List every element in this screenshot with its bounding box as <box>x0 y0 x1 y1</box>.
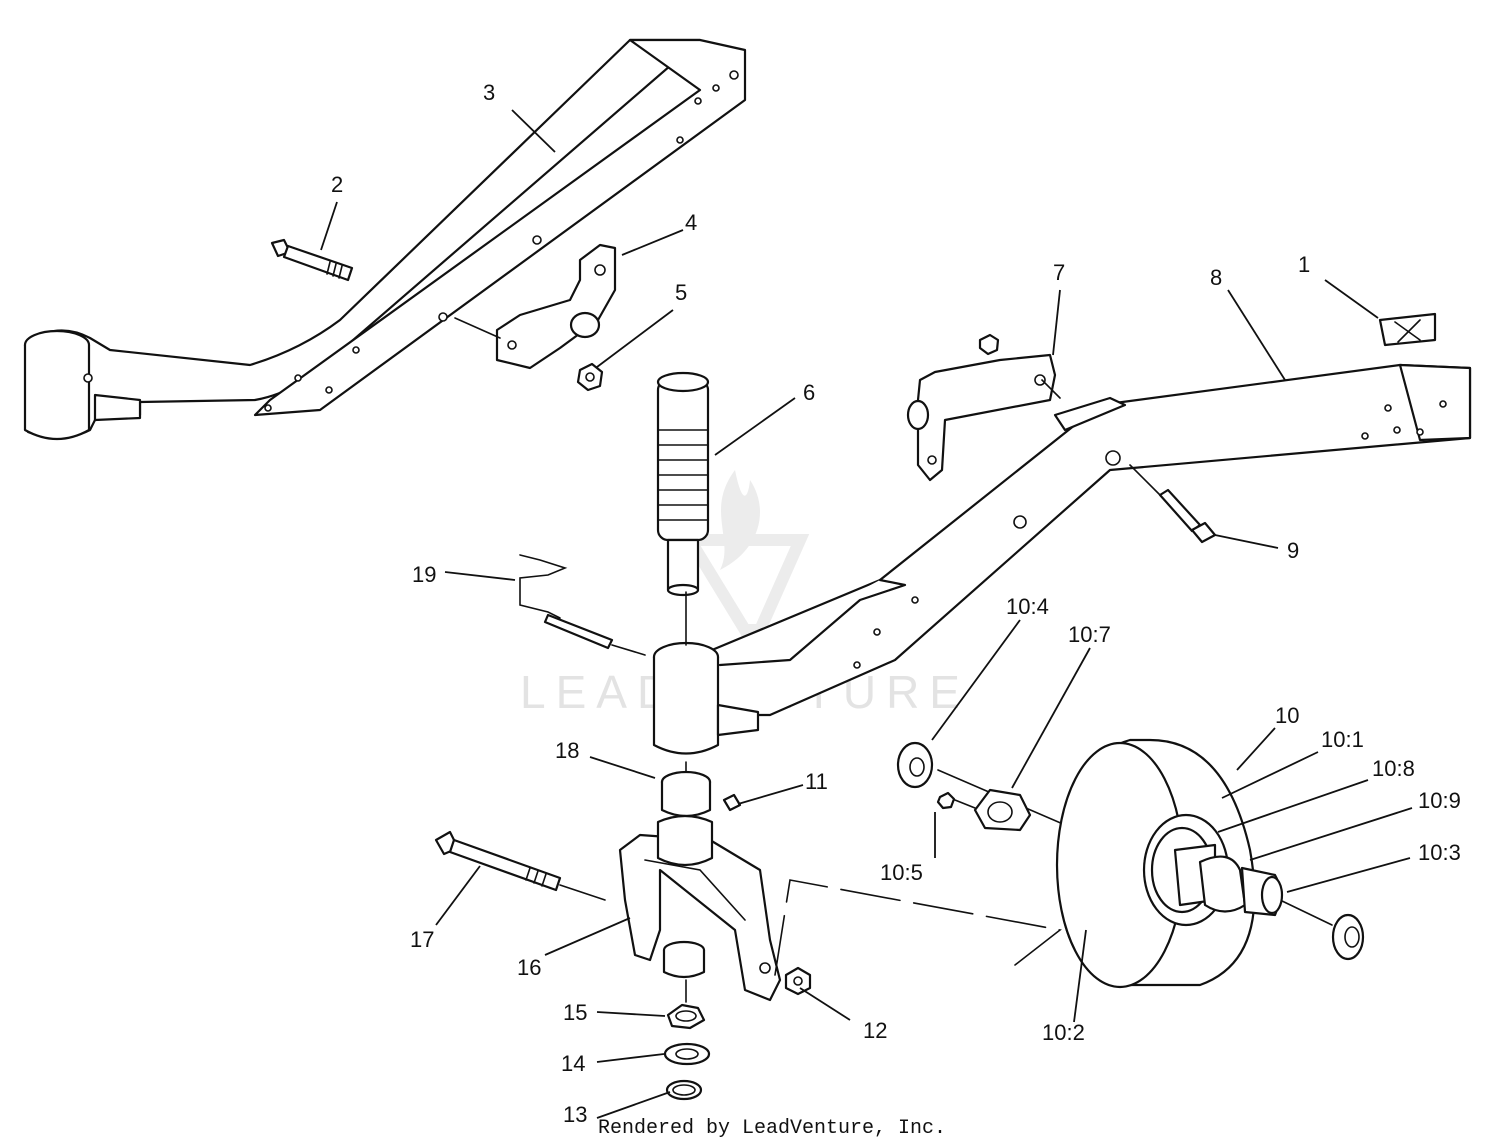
callout-6: 6 <box>803 380 815 405</box>
part-1-decal <box>1378 312 1437 347</box>
part-8-frame-rail-right <box>652 363 1472 755</box>
part-2-bolt <box>270 238 354 282</box>
callout-10-8: 10:8 <box>1372 756 1415 781</box>
callout-3: 3 <box>483 80 495 105</box>
part-10-4-bearing <box>896 741 934 789</box>
callout-10-9: 10:9 <box>1418 788 1461 813</box>
callout-4: 4 <box>685 210 697 235</box>
part-16-caster-fork <box>618 833 782 1002</box>
callout-9: 9 <box>1287 538 1299 563</box>
callout-13: 13 <box>563 1102 587 1127</box>
callout-16: 16 <box>517 955 541 980</box>
callout-10: 10 <box>1275 703 1299 728</box>
callout-labels: 1 2 3 4 5 6 7 8 9 10 10:1 10:2 10:3 10:4… <box>331 80 1461 1127</box>
callout-10-4: 10:4 <box>1006 594 1049 619</box>
part-7-bracket <box>906 333 1057 482</box>
fork-lower-bushing <box>662 940 706 979</box>
callout-1: 1 <box>1298 252 1310 277</box>
part-10-wheel-assembly <box>1055 738 1284 989</box>
part-12-nut <box>784 966 812 996</box>
callout-10-5: 10:5 <box>880 860 923 885</box>
callout-10-3: 10:3 <box>1418 840 1461 865</box>
v-logo-icon <box>679 534 810 636</box>
callout-leaders <box>320 109 1413 1119</box>
callout-10-1: 10:1 <box>1321 727 1364 752</box>
callout-10-2: 10:2 <box>1042 1020 1085 1045</box>
part-15-spring-washer <box>666 1003 706 1030</box>
part-9-bolt <box>1158 488 1217 544</box>
callout-5: 5 <box>675 280 687 305</box>
part-11-grease-fitting <box>722 793 742 812</box>
callout-7: 7 <box>1053 260 1065 285</box>
part-4-bracket <box>495 243 617 370</box>
part-5-nut <box>576 362 604 392</box>
flame-logo-icon <box>720 470 760 570</box>
callout-11: 11 <box>805 769 828 794</box>
part-3-frame-rail-left <box>23 38 747 440</box>
part-14-washer <box>663 1042 711 1066</box>
callout-2: 2 <box>331 172 343 197</box>
render-credit: Rendered by LeadVenture, Inc. <box>598 1117 946 1140</box>
part-6-spring-spindle <box>656 371 710 597</box>
callout-8: 8 <box>1210 265 1222 290</box>
part-10-5-nut <box>936 791 956 810</box>
callout-12: 12 <box>863 1018 887 1043</box>
callout-14: 14 <box>561 1051 585 1076</box>
part-10-7-plate <box>973 788 1032 832</box>
callout-10-7: 10:7 <box>1068 622 1111 647</box>
part-19-clip-pin <box>519 554 614 650</box>
callout-17: 17 <box>410 927 434 952</box>
callout-15: 15 <box>563 1000 587 1025</box>
part-13-snap-ring <box>665 1079 703 1101</box>
part-10-3-bearing <box>1331 913 1365 961</box>
callout-18: 18 <box>555 738 579 763</box>
part-18-bushing <box>656 770 714 867</box>
callout-19: 19 <box>412 562 436 587</box>
part-17-long-bolt <box>434 830 562 892</box>
